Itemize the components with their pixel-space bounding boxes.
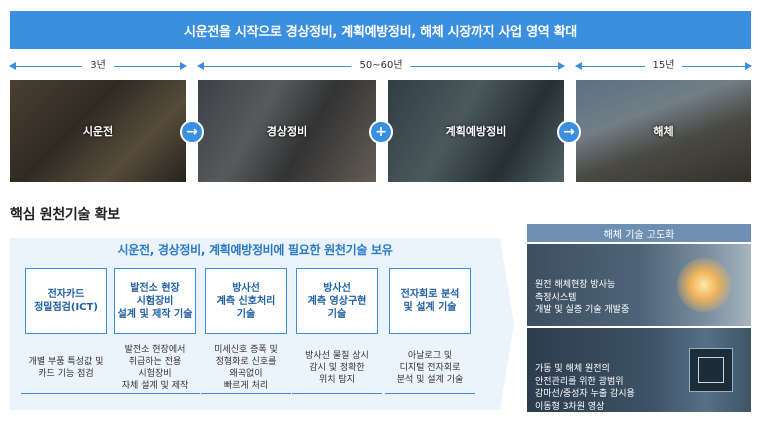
tech-card: 발전소 현장 시험장비 설계 및 제작 기술 (114, 268, 196, 334)
tech-card: 방사선 계측 영상구현 기술 (296, 268, 378, 334)
plus-icon: + (369, 120, 393, 144)
duration-decommissioning: 15년 (575, 59, 752, 73)
tech-description: 개별 부품 특성값 및 카드 기능 점검 (21, 342, 111, 394)
tech-description: 발전소 현장에서 취급하는 전용 시험장비 자체 설계 및 제작 (110, 342, 200, 394)
panel-title: 시운전, 경상정비, 계획예방정비에 필요한 원천기술 보유 (117, 242, 393, 257)
tech-description: 방사선 물질 상시 감시 및 정확한 위치 탐지 (292, 342, 382, 394)
duration-label: 50~60년 (351, 59, 411, 73)
top-banner: 시운전을 시작으로 경상정비, 계획예방정비, 해체 시장까지 사업 영역 확대 (10, 11, 751, 49)
arrow-left-icon (575, 62, 582, 70)
stage-planned-outage-photo: 계획예방정비 (388, 80, 564, 182)
stage-routine-maintenance-photo: 경상정비 (198, 80, 376, 182)
stage-label: 경상정비 (266, 125, 308, 138)
side-item-text: 원전 해체현장 방사능 측정시스템 개발 및 실증 기술 개발중 (535, 280, 630, 315)
arrow-left-icon (197, 62, 204, 70)
chip-icon (689, 348, 733, 392)
duration-maintenance: 50~60년 (197, 59, 565, 73)
side-item-text: 가동 및 해체 원전의 안전관리를 위한 광범위 감마선/중성자 누출 감시용 … (535, 364, 635, 412)
section-title: 핵심 원천기술 확보 (10, 207, 120, 223)
tech-card: 전자카드 정밀점검(ICT) (25, 268, 107, 334)
duration-label: 3년 (82, 59, 114, 73)
tech-card: 방사선 계측 신호처리 기술 (205, 268, 287, 334)
arrow-right-icon: → (180, 120, 204, 144)
tech-description: 아날로그 및 디지털 전자회로 분석 및 설계 기술 (385, 342, 475, 394)
duration-label: 15년 (644, 59, 683, 73)
panel-arrow-icon (500, 238, 514, 410)
stage-label: 해체 (653, 125, 674, 138)
arrow-right-icon: → (557, 120, 581, 144)
side-item-monitoring: 가동 및 해체 원전의 안전관리를 위한 광범위 감마선/중성자 누출 감시용 … (527, 328, 751, 412)
duration-commissioning: 3년 (9, 59, 187, 73)
stage-label: 시운전 (82, 125, 114, 138)
side-item-measurement: 원전 해체현장 방사능 측정시스템 개발 및 실증 기술 개발중 (527, 244, 751, 326)
arrow-right-icon (745, 62, 752, 70)
stage-commissioning-photo: 시운전 (10, 80, 186, 182)
tech-card: 전자회로 분석 및 설계 기술 (389, 268, 471, 334)
side-title: 해체 기술 고도화 (527, 224, 751, 242)
tech-description: 미세신호 증폭 및 정형화로 신호를 왜곡없이 빠르게 처리 (201, 342, 291, 394)
stage-label: 계획예방정비 (445, 125, 507, 138)
arrow-right-icon (180, 62, 187, 70)
atom-icon (677, 258, 731, 312)
arrow-left-icon (9, 62, 16, 70)
stage-decommissioning-photo: 해체 (576, 80, 751, 182)
arrow-right-icon (558, 62, 565, 70)
